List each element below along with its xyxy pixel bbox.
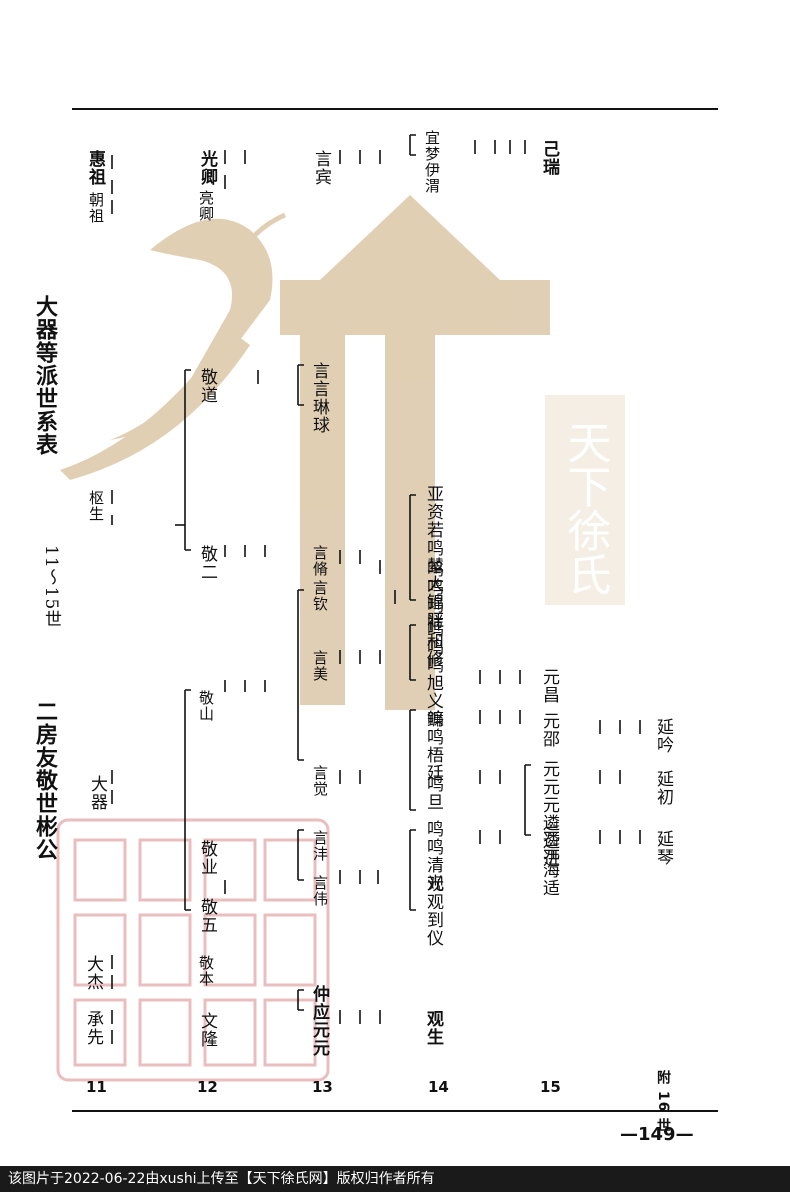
gen-label-11: 11 <box>86 1078 107 1096</box>
gen-label-12: 12 <box>197 1078 218 1096</box>
name-yanchu: 延初 <box>653 770 673 806</box>
name-yuanhai-group: 元元海适 <box>539 825 559 897</box>
name-yanbin: 言宾 <box>311 150 331 186</box>
title-left: 二房友敬世彬公 <box>32 700 58 861</box>
name-zhongying: 仲应元元 <box>309 985 329 1057</box>
title-mid: 11～15世 <box>41 545 61 629</box>
name-yanlin-yanqiu: 言言琳球 <box>309 362 329 434</box>
name-daqi: 大器 <box>87 775 107 811</box>
name-yanjue: 言觉 <box>311 765 329 797</box>
name-yanqin: 言钦 <box>311 580 329 612</box>
upload-footer: 该图片于2022-06-22由xushi上传至【天下徐氏网】版权归作者所有 <box>0 1166 790 1192</box>
name-huizu: 惠祖 <box>85 150 105 186</box>
name-jingdao: 敬道 <box>197 368 217 404</box>
name-mingwu-group: 鸣鸣梧廷 <box>423 710 443 782</box>
gen-label-16: 附 16 世 <box>655 1070 671 1134</box>
name-yanqin16: 延琴 <box>653 830 673 866</box>
name-jingye: 敬业 <box>197 840 217 876</box>
name-guansheng: 观生 <box>423 1010 443 1046</box>
name-jingshan: 敬山 <box>197 690 215 722</box>
watermark-text: 天下徐氏 <box>560 420 612 596</box>
title-right: 大器等派世系表 <box>32 295 58 456</box>
name-mingxiang-group: 鸣鸣鸣祥和修 <box>423 560 443 668</box>
name-yuanshao: 元邵 <box>539 712 559 748</box>
name-yimeng: 宜梦伊渭 <box>423 130 441 194</box>
name-mingqing-group: 鸣鸣清光 <box>423 820 443 892</box>
name-jingwu: 敬五 <box>197 898 217 934</box>
name-guangqing: 光卿 <box>197 150 217 186</box>
name-mingxu-group: 鸣鸣鸣旭义鐮 <box>423 620 443 728</box>
name-chaozu: 朝祖 <box>87 192 105 224</box>
gen-label-13: 13 <box>312 1078 333 1096</box>
name-liangqing: 亮卿 <box>197 190 215 222</box>
name-mingdan: 鸣旦 <box>423 775 443 811</box>
gen-label-15: 15 <box>540 1078 561 1096</box>
name-jinger: 敬二 <box>197 545 217 581</box>
name-jirui: 己瑞 <box>539 140 559 176</box>
name-yuanchang: 元昌 <box>539 668 559 704</box>
name-chengxian: 承先 <box>83 1010 103 1046</box>
name-yazi-group: 亚资若鸣辇大锦旺 <box>423 485 443 629</box>
name-yanxiu: 言脩 <box>311 545 329 577</box>
name-jingben: 敬本 <box>197 955 215 987</box>
name-dajie: 大杰 <box>83 955 103 991</box>
name-yanfeng: 言沣 <box>311 830 329 862</box>
name-wenlong: 文隆 <box>197 1012 217 1048</box>
name-guandao-group: 观观到仪 <box>423 875 443 947</box>
gen-label-14: 14 <box>428 1078 449 1096</box>
name-yanyin: 延吟 <box>653 718 673 754</box>
name-yanmei: 言美 <box>311 650 329 682</box>
table-frame <box>72 108 718 1112</box>
page-number: —149— <box>620 1124 694 1145</box>
name-yanwei: 言伟 <box>311 875 329 907</box>
name-yuanlin-group: 元元元遴遴进 <box>539 760 559 868</box>
name-shusheng: 枢生 <box>87 490 105 522</box>
